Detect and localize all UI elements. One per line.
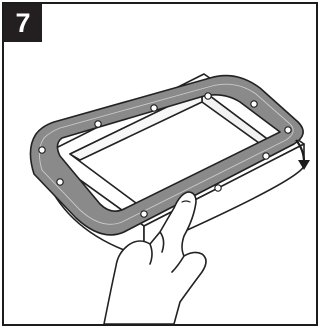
step-number-badge: 7 (4, 4, 42, 42)
assembly-illustration (4, 4, 316, 324)
instruction-step-panel: 7 (2, 2, 318, 326)
